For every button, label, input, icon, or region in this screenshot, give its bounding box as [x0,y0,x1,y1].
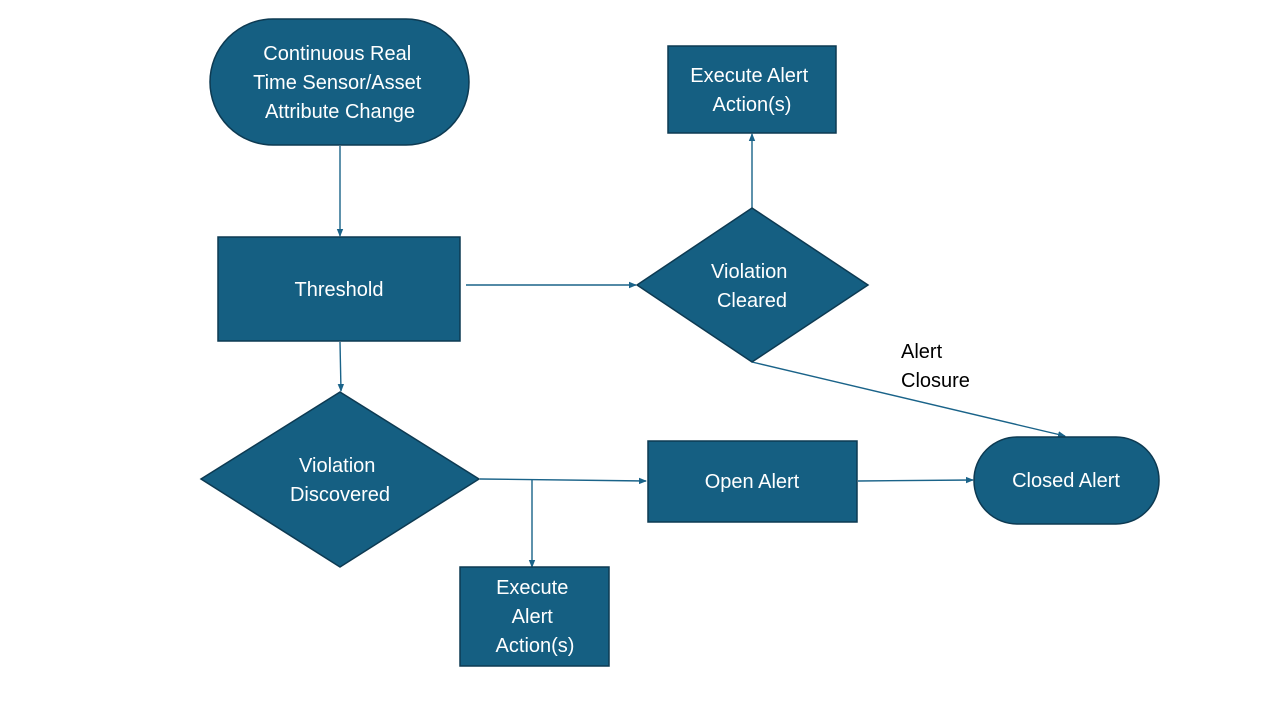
node-open-alert: Open Alert [647,440,858,523]
node-sensor-change: Continuous Real Time Sensor/Asset Attrib… [209,18,470,146]
connector-violation-cleared-to-closed-alert [751,361,1066,438]
node-label-line: Discovered [290,484,390,506]
node-label-line: Continuous Real [263,43,411,65]
edge-label-line: Alert [901,341,943,363]
node-label-line: Action(s) [713,94,792,116]
terminator-shape [973,436,1160,525]
connector-open-alert-to-closed-alert [857,476,974,484]
node-label: Execute Alert Action(s) [690,65,813,116]
node-label-line: Alert [512,606,554,628]
connector-violation-discovered-to-open-alert [479,477,647,485]
node-label: Threshold [295,279,384,301]
node-label-line: Cleared [717,290,787,312]
process-shape [459,566,610,667]
terminator-shape [209,18,470,146]
node-label-line: Closed Alert [1012,470,1120,492]
node-label-line: Attribute Change [265,101,415,123]
node-execute-alert-top: Execute Alert Action(s) [667,45,837,134]
node-label: Execute Alert Action(s) [496,577,575,657]
node-execute-alert-bottom: Execute Alert Action(s) [459,566,610,667]
edge-label-line: Closure [901,370,970,392]
node-label: Open Alert [705,471,800,493]
connector-threshold-to-violation-discovered [337,341,345,392]
node-label: Closed Alert [1012,470,1120,492]
connectors [336,133,1066,568]
node-label-line: Time Sensor/Asset [253,72,422,94]
node-closed-alert: Closed Alert [973,436,1160,525]
node-violation-discovered: Violation Discovered [199,391,481,568]
process-shape [217,236,461,342]
node-label-line: Threshold [295,279,384,301]
node-label: Continuous Real Time Sensor/Asset Attrib… [253,43,427,123]
process-shape [647,440,858,523]
node-label-line: Violation [711,261,787,283]
node-label-line: Execute Alert [690,65,808,87]
node-label-line: Violation [299,455,375,477]
process-shape [667,45,837,134]
node-label: Violation Discovered [290,455,390,506]
node-label-line: Action(s) [496,635,575,657]
node-threshold: Threshold [217,236,461,342]
decision-shape [635,207,870,363]
node-label: Violation Cleared [711,261,793,312]
edge-label-alert-closure: Alert Closure [901,341,970,392]
node-label-line: Execute [496,577,568,599]
node-label-line: Open Alert [705,471,800,493]
node-violation-cleared: Violation Cleared [635,207,870,363]
decision-shape [199,391,481,568]
